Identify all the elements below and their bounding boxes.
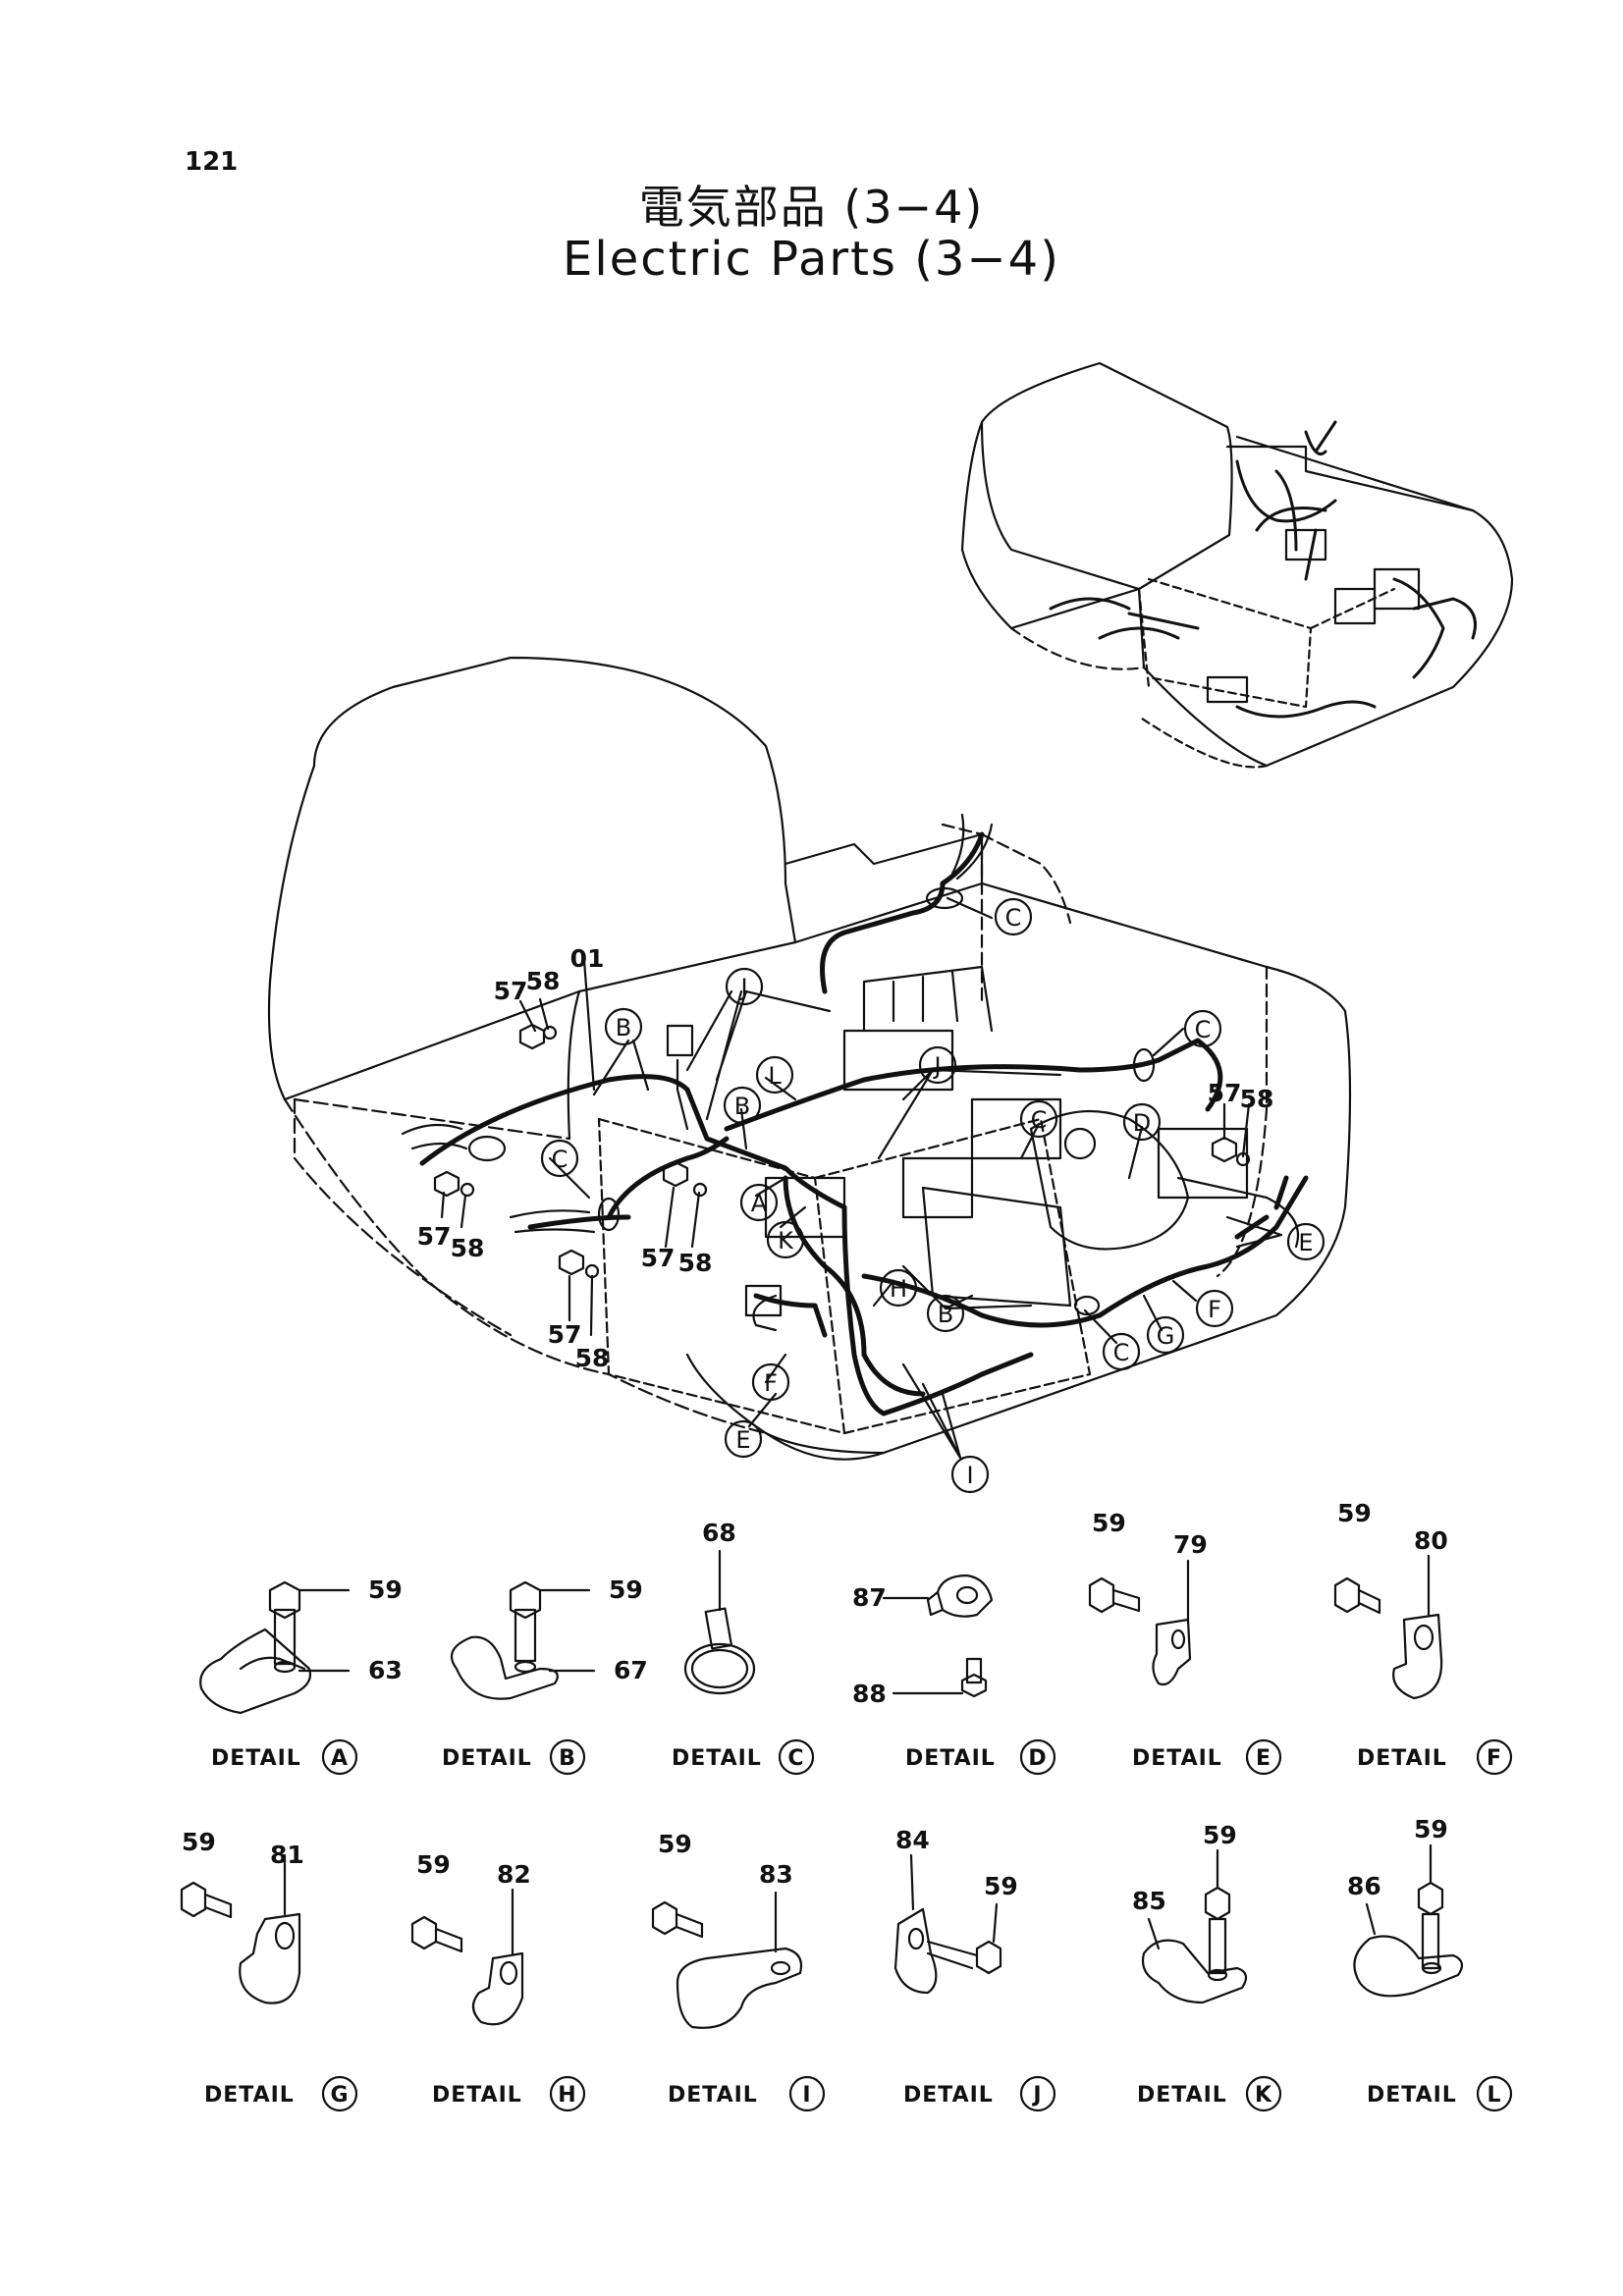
detail-a-letter: A bbox=[331, 1746, 349, 1771]
part-number-58: 58 bbox=[526, 967, 561, 995]
page-number: 121 bbox=[185, 147, 239, 177]
detail-f-clamp bbox=[1333, 1554, 1443, 1700]
detail-a-part-63: 63 bbox=[368, 1656, 403, 1684]
callout-c-right: C bbox=[1195, 1016, 1212, 1043]
detail-f-letter: F bbox=[1487, 1746, 1502, 1771]
callout-c-top: C bbox=[1005, 904, 1022, 932]
detail-g-letter: G bbox=[330, 2083, 349, 2108]
detail-k-part-59: 59 bbox=[1203, 1821, 1237, 1849]
callout-j-right: J bbox=[932, 1052, 941, 1080]
detail-i-letter: I bbox=[802, 2083, 811, 2108]
detail-a-clamp bbox=[199, 1580, 351, 1715]
part-number-58: 58 bbox=[678, 1249, 713, 1277]
callout-c-left: C bbox=[552, 1146, 568, 1173]
callout-c-bottom: C bbox=[1113, 1339, 1130, 1366]
detail-l-letter: L bbox=[1487, 2083, 1501, 2108]
detail-h-clamp bbox=[410, 1888, 524, 2026]
callout-e-right: E bbox=[1298, 1229, 1313, 1256]
callout-d: D bbox=[1133, 1109, 1151, 1137]
detail-i-part-59: 59 bbox=[658, 1830, 692, 1858]
part-number-57: 57 bbox=[1208, 1079, 1242, 1107]
detail-g-label: DETAIL bbox=[204, 2083, 295, 2108]
detail-e-clamp bbox=[1088, 1559, 1192, 1686]
callout-b-mid: B bbox=[734, 1093, 750, 1120]
detail-a-part-59: 59 bbox=[368, 1575, 403, 1604]
callout-f-left: F bbox=[764, 1369, 778, 1397]
detail-j-clamp bbox=[893, 1853, 1002, 1995]
detail-k-letter: K bbox=[1255, 2083, 1272, 2108]
detail-b-letter: B bbox=[559, 1746, 576, 1771]
detail-e-letter: E bbox=[1256, 1746, 1271, 1771]
part-number-57: 57 bbox=[417, 1222, 452, 1251]
part-number-01: 01 bbox=[570, 944, 605, 973]
main-machine-view bbox=[267, 656, 1352, 1461]
detail-d-clamp bbox=[882, 1574, 994, 1698]
callout-k: K bbox=[778, 1227, 794, 1255]
detail-h-part-82: 82 bbox=[497, 1860, 531, 1889]
detail-f-label: DETAIL bbox=[1357, 1746, 1447, 1771]
part-number-57: 57 bbox=[548, 1320, 582, 1349]
detail-e-part-59: 59 bbox=[1092, 1509, 1126, 1537]
detail-j-letter: J bbox=[1031, 2083, 1042, 2108]
detail-l-clamp bbox=[1353, 1843, 1464, 1998]
detail-letter-circles bbox=[321, 1738, 1513, 2112]
detail-h-label: DETAIL bbox=[432, 2083, 522, 2108]
detail-e-part-79: 79 bbox=[1173, 1530, 1208, 1559]
detail-f-part-59: 59 bbox=[1337, 1499, 1372, 1527]
callout-c-center: C bbox=[1031, 1106, 1048, 1134]
detail-c-label: DETAIL bbox=[672, 1746, 762, 1771]
detail-j-part-84: 84 bbox=[895, 1826, 930, 1854]
title-japanese: 電気部品 (3−4) bbox=[638, 181, 985, 234]
detail-j-label: DETAIL bbox=[903, 2083, 994, 2108]
detail-g-clamp bbox=[180, 1853, 301, 2004]
main-callout-circles bbox=[540, 897, 1325, 1494]
detail-k-label: DETAIL bbox=[1137, 2083, 1227, 2108]
callout-i: I bbox=[966, 1462, 973, 1489]
detail-i-clamp bbox=[651, 1891, 803, 2029]
detail-g-part-81: 81 bbox=[270, 1841, 304, 1869]
detail-g-part-59: 59 bbox=[182, 1828, 216, 1856]
detail-h-part-59: 59 bbox=[416, 1850, 451, 1879]
detail-d-part-87: 87 bbox=[852, 1583, 887, 1612]
detail-i-part-83: 83 bbox=[759, 1860, 793, 1889]
callout-e-left: E bbox=[735, 1426, 750, 1454]
part-number-58: 58 bbox=[451, 1234, 485, 1262]
callout-f-right: F bbox=[1208, 1296, 1221, 1323]
detail-c-letter: C bbox=[787, 1746, 804, 1771]
detail-b-clamp bbox=[450, 1580, 596, 1700]
detail-d-label: DETAIL bbox=[905, 1746, 996, 1771]
callout-g: G bbox=[1157, 1322, 1175, 1350]
callout-b-bottom: B bbox=[938, 1301, 953, 1328]
part-number-58: 58 bbox=[575, 1344, 610, 1372]
detail-i-label: DETAIL bbox=[668, 2083, 758, 2108]
callout-h: H bbox=[890, 1275, 907, 1303]
detail-c-part-68: 68 bbox=[702, 1519, 736, 1547]
title-english: Electric Parts (3−4) bbox=[563, 232, 1060, 287]
detail-d-part-88: 88 bbox=[852, 1680, 887, 1708]
part-number-57: 57 bbox=[494, 977, 528, 1005]
detail-k-clamp bbox=[1141, 1848, 1248, 2004]
part-number-58: 58 bbox=[1240, 1085, 1274, 1113]
part-number-57: 57 bbox=[641, 1244, 676, 1272]
detail-a-label: DETAIL bbox=[211, 1746, 301, 1771]
callout-l: L bbox=[768, 1062, 782, 1090]
callout-a: A bbox=[751, 1190, 768, 1217]
detail-f-part-80: 80 bbox=[1414, 1526, 1448, 1555]
detail-b-label: DETAIL bbox=[442, 1746, 532, 1771]
detail-b-part-67: 67 bbox=[614, 1656, 648, 1684]
detail-e-label: DETAIL bbox=[1132, 1746, 1222, 1771]
detail-j-part-59: 59 bbox=[984, 1872, 1018, 1900]
detail-l-part-86: 86 bbox=[1347, 1872, 1381, 1900]
detail-c-band bbox=[683, 1549, 756, 1695]
callout-j-left: J bbox=[738, 974, 747, 1001]
detail-k-part-85: 85 bbox=[1132, 1887, 1166, 1915]
detail-l-label: DETAIL bbox=[1367, 2083, 1457, 2108]
detail-l-part-59: 59 bbox=[1414, 1815, 1448, 1843]
detail-d-letter: D bbox=[1028, 1746, 1047, 1771]
inset-machine-view bbox=[960, 361, 1514, 769]
callout-b-left: B bbox=[616, 1014, 631, 1041]
detail-h-letter: H bbox=[558, 2083, 576, 2108]
detail-b-part-59: 59 bbox=[609, 1575, 643, 1604]
